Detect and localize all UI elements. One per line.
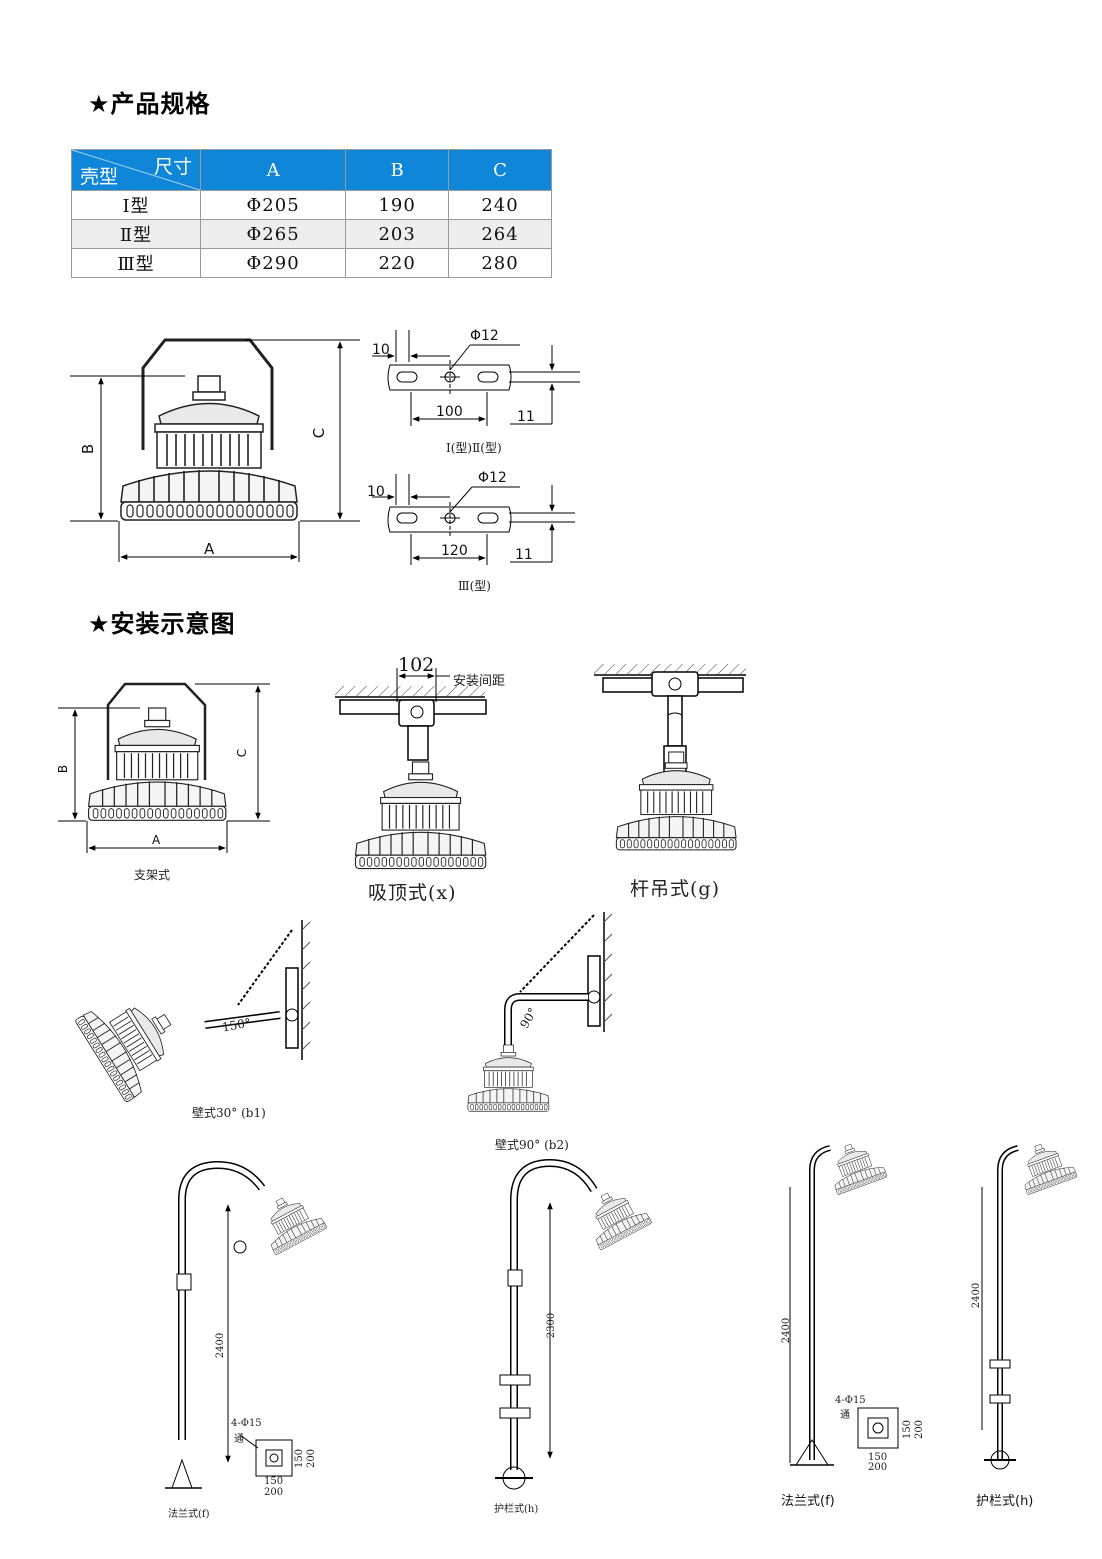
flange2-d200-v: 200: [914, 1419, 926, 1440]
caption-guard1: 护栏式(h): [494, 1504, 539, 1515]
flange2-height: 2400: [781, 1317, 793, 1344]
dim-phi12-label: Φ12: [470, 328, 499, 344]
cell-b: 220: [345, 248, 450, 278]
caption-type12: Ⅰ(型)Ⅱ(型): [446, 441, 502, 455]
dim-10-label: 10: [372, 342, 390, 358]
caption-ceiling: 吸顶式(x): [368, 882, 457, 904]
caption-pendant: 杆吊式(g): [630, 878, 720, 900]
spec-section-title: ★产品规格: [88, 90, 211, 118]
pole-guard2-drawing: [981, 1135, 1078, 1470]
table-row: Ⅲ型 Φ290 220 280: [71, 248, 552, 278]
dim-phi12-label-2: Φ12: [478, 470, 507, 486]
bracket-dim-c: C: [235, 748, 250, 758]
install-wall90-drawing: [467, 912, 613, 1112]
cell-type: Ⅰ型: [71, 190, 201, 220]
dim-a-label: A: [204, 540, 215, 558]
flange2-d200: 200: [868, 1462, 888, 1473]
caption-flange2: 法兰式(f): [781, 1494, 835, 1509]
bracket-dim-b: B: [56, 764, 71, 774]
flange1-holes-sub: 通: [234, 1434, 244, 1445]
pole-flange2-drawing: [789, 1135, 899, 1466]
cell-a: Φ205: [199, 190, 347, 220]
cell-c: 264: [448, 219, 552, 249]
dim-11-label: 11: [517, 409, 535, 425]
ceiling-note: 安装间距: [453, 674, 506, 689]
install-wall30-drawing: [74, 920, 311, 1104]
table-row: Ⅱ型 Φ265 203 264: [71, 219, 552, 249]
flange1-d200: 200: [264, 1487, 284, 1498]
dim-120-label: 120: [441, 543, 468, 559]
bracket-detail-type3: [372, 474, 575, 565]
flange1-d150-v: 150: [294, 1448, 306, 1469]
caption-guard2: 护栏式(h): [976, 1494, 1034, 1509]
install-bracket-drawing: [58, 682, 270, 853]
flange1-d200-v: 200: [306, 1448, 318, 1469]
ceiling-dim-102: 102: [398, 654, 435, 676]
install-section-title: ★安装示意图: [88, 610, 236, 638]
cell-a: Φ265: [199, 219, 347, 249]
flange2-d150: 150: [868, 1452, 888, 1463]
flange1-d150: 150: [264, 1476, 284, 1487]
caption-type3: Ⅲ(型): [458, 579, 491, 593]
table-row: Ⅰ型 Φ205 190 240: [71, 190, 552, 220]
install-pendant-drawing: [594, 664, 746, 851]
dim-b-label: B: [79, 443, 98, 455]
caption-bracket: 支架式: [134, 868, 171, 882]
pole-guard1-drawing: [495, 1158, 653, 1490]
flange1-height: 2400: [215, 1332, 227, 1359]
caption-wall30: 壁式30° (b1): [192, 1106, 266, 1120]
guard2-height: 2400: [971, 1282, 983, 1309]
pole-flange1-drawing: [165, 1160, 328, 1489]
dim-c-label: C: [310, 427, 329, 439]
caption-flange1: 法兰式(f): [168, 1509, 210, 1520]
flange1-holes: 4-Φ15: [231, 1418, 262, 1429]
corner-top-label: 尺寸: [153, 156, 192, 178]
caption-wall90: 壁式90° (b2): [495, 1138, 569, 1152]
header-b: B: [345, 149, 450, 191]
flange2-holes: 4-Φ15: [835, 1395, 866, 1406]
install-ceiling-drawing: [335, 668, 487, 870]
cell-c: 280: [448, 248, 552, 278]
guard1-height: 2300: [546, 1312, 558, 1339]
cell-type: Ⅲ型: [71, 248, 201, 278]
dim-11-label-2: 11: [515, 547, 533, 563]
cell-a: Φ290: [199, 248, 347, 278]
bracket-detail-type12: [372, 330, 580, 426]
corner-header: 尺寸 壳型: [71, 149, 201, 191]
spec-table: 尺寸 壳型 A B C Ⅰ型 Φ205 190 240 Ⅱ型 Φ265 203 …: [71, 149, 552, 278]
corner-bottom-label: 壳型: [80, 166, 119, 188]
dim-100-label: 100: [436, 404, 463, 420]
cell-b: 190: [345, 190, 450, 220]
header-a: A: [199, 149, 347, 191]
header-c: C: [448, 149, 552, 191]
main-lamp-drawing: [70, 338, 360, 562]
dim-10-label-2: 10: [367, 484, 385, 500]
corner-diagonal: [71, 149, 201, 191]
flange2-d150-v: 150: [902, 1419, 914, 1440]
cell-type: Ⅱ型: [71, 219, 201, 249]
flange2-holes-sub: 通: [840, 1410, 850, 1421]
bracket-dim-a: A: [152, 833, 161, 847]
